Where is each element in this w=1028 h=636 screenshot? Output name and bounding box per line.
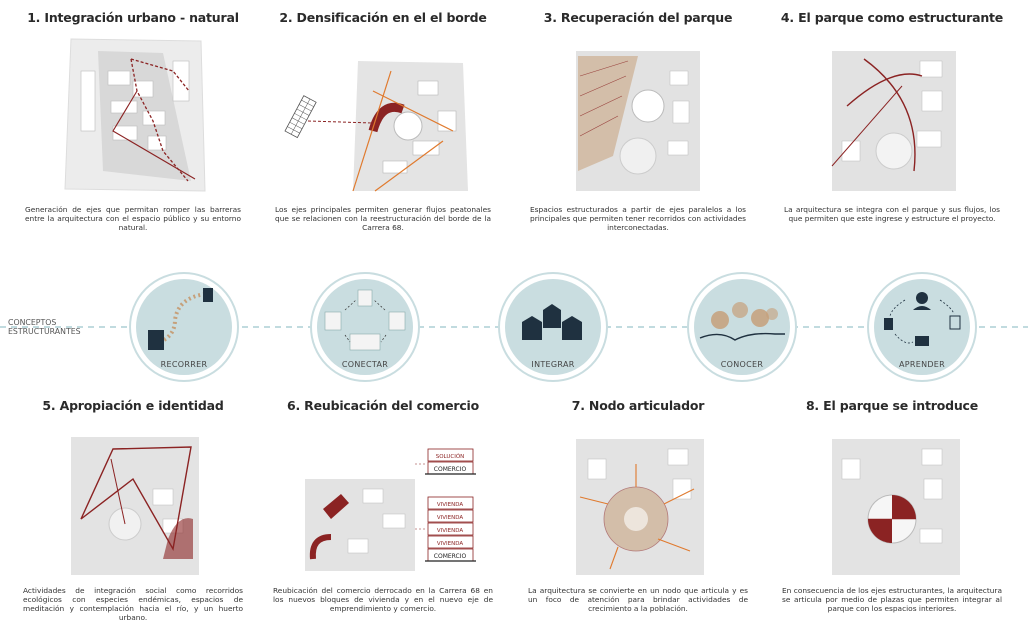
stack-label: VIVIENDA	[437, 541, 463, 547]
site-plan-5	[71, 437, 199, 575]
panel-description: Espacios estructurados a partir de ejes …	[530, 205, 746, 232]
concept-word: APRENDER	[899, 360, 945, 369]
site-plan-3	[576, 51, 700, 191]
concepts-label: CONCEPTOS ESTRUCTURANTES	[8, 318, 81, 336]
site-plan-8	[832, 439, 960, 575]
site-plan-1	[64, 38, 206, 192]
site-plan-2	[284, 61, 468, 192]
stack-label: VIVIENDA	[437, 515, 463, 521]
panel-7: 7. Nodo articulador La arquitectura se c…	[518, 398, 758, 614]
panel-title: 7. Nodo articulador	[571, 398, 705, 413]
panel-description: Reubicación del comercio derrocado en la…	[273, 586, 493, 613]
panel-4: 4. El parque como estructurante La arqui…	[772, 10, 1012, 224]
panel-description: Actividades de integración social como r…	[23, 586, 243, 622]
site-plan-6: SOLUCIÓN COMERCIO VIVIENDA VIVIENDA VIVI…	[305, 448, 476, 571]
panel-title: 5. Apropiación e identidad	[42, 398, 224, 413]
concept-word: CONOCER	[721, 360, 764, 369]
panel-8: 8. El parque se introduce En consecuenci…	[772, 398, 1012, 614]
stack-label: COMERCIO	[434, 466, 467, 473]
panel-1: 1. Integración urbano - natural Generaci…	[13, 10, 253, 233]
panel-title: 4. El parque como estructurante	[780, 10, 1004, 25]
panel-title: 3. Recuperación del parque	[543, 10, 733, 25]
panel-2: 2. Densificación en el el borde Los ejes…	[263, 10, 503, 233]
panel-title: 2. Densificación en el el borde	[279, 10, 487, 25]
panel-6: 6. Reubicación del comercio SOLUCIÓN COM…	[263, 398, 503, 614]
panel-description: En consecuencia de los ejes estructurant…	[782, 586, 1002, 613]
site-plan-4	[831, 51, 956, 191]
stack-label: VIVIENDA	[437, 528, 463, 534]
concept-word: CONECTAR	[342, 360, 388, 369]
stack-top: SOLUCIÓN COMERCIO	[425, 448, 476, 475]
concept-recorrer: RECORRER	[129, 272, 239, 382]
concept-conocer: CONOCER	[687, 272, 797, 382]
concept-word: INTEGRAR	[531, 360, 574, 369]
concept-word: RECORRER	[161, 360, 208, 369]
stack-label: VIVIENDA	[437, 502, 463, 508]
panel-description: La arquitectura se convierte en un nodo …	[528, 586, 748, 613]
panel-description: Generación de ejes que permitan romper l…	[25, 205, 241, 232]
stack-label: SOLUCIÓN	[436, 453, 465, 460]
site-plan-7	[576, 439, 704, 575]
panel-description: Los ejes principales permiten generar fl…	[275, 205, 491, 232]
panel-title: 6. Reubicación del comercio	[286, 398, 480, 413]
panel-title: 8. El parque se introduce	[805, 398, 979, 413]
stack-label: COMERCIO	[434, 553, 467, 560]
panel-3: 3. Recuperación del parque Espacios estr…	[518, 10, 758, 233]
concept-conectar: CONECTAR	[310, 272, 420, 382]
concepts-strip: RECORRER CONECTAR INTEGRAR CONOCER	[0, 272, 1028, 382]
stack-bottom: VIVIENDA VIVIENDA VIVIENDA VIVIENDA COME…	[425, 496, 476, 562]
concept-aprender: APRENDER	[867, 272, 977, 382]
concept-integrar: INTEGRAR	[498, 272, 608, 382]
panel-description: La arquitectura se integra con el parque…	[784, 205, 1000, 223]
panel-title: 1. Integración urbano - natural	[27, 10, 239, 25]
panel-5: 5. Apropiación e identidad Actividades d…	[13, 398, 253, 623]
